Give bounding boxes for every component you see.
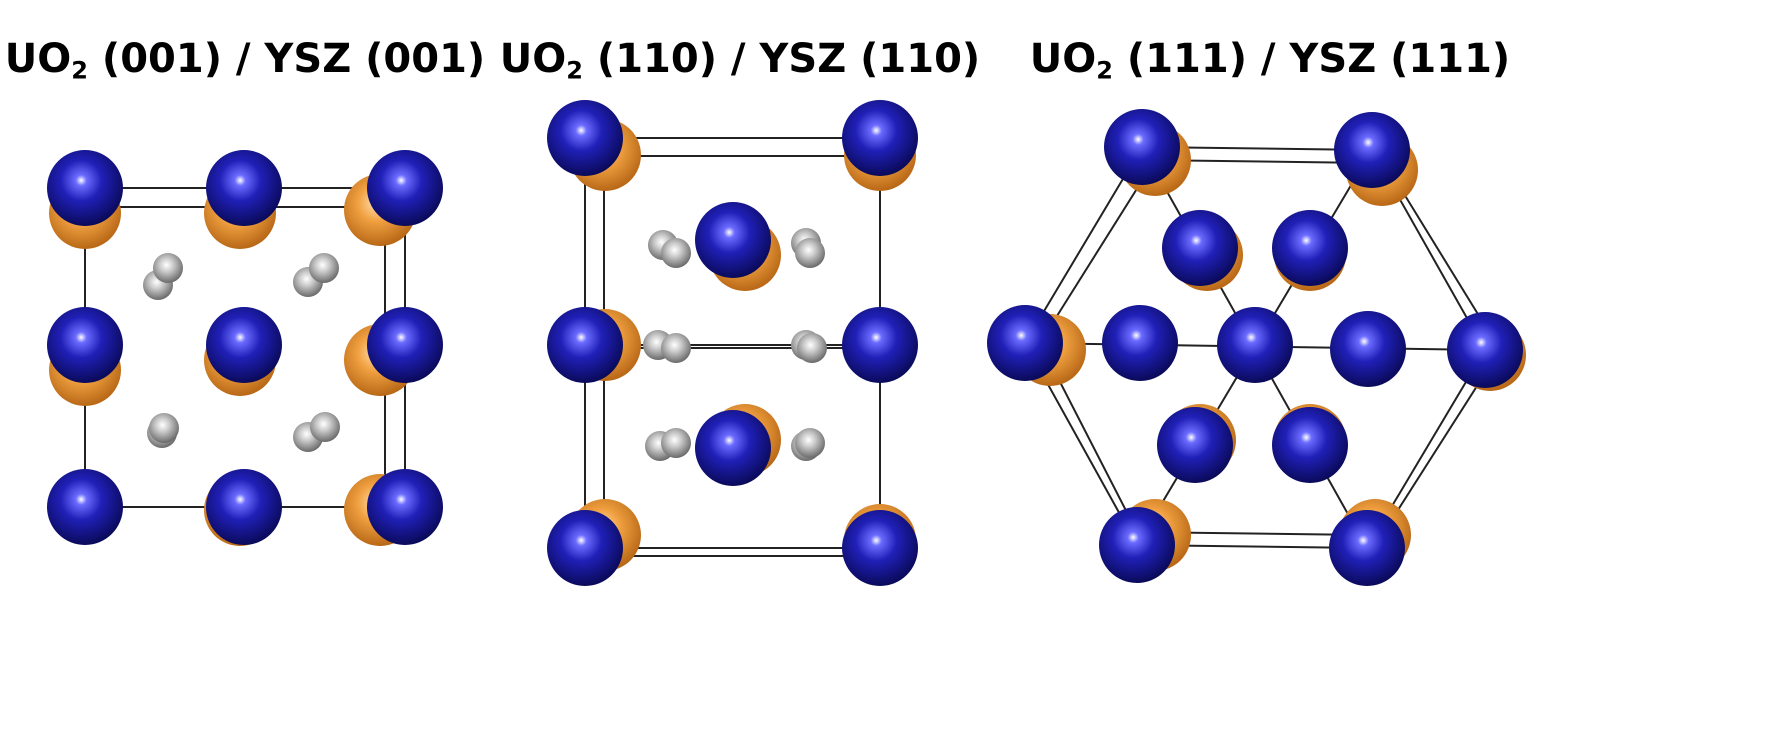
uranium-atom [1330,311,1406,387]
panel-001: UO2 (001) / YSZ (001) [0,0,490,738]
uranium-atom [1157,407,1233,483]
oxygen-atom [797,333,827,363]
panel-title: UO2 (110) / YSZ (110) [499,36,981,85]
oxygen-atom [795,428,825,458]
panel-title: UO2 (001) / YSZ (001) [4,36,486,85]
uranium-atom [1099,507,1175,583]
uranium-atom [547,307,623,383]
uranium-atom [842,307,918,383]
uranium-atom [842,510,918,586]
uranium-atoms [47,100,1523,586]
cell-edge [1024,146,1143,344]
oxygen-atom [795,238,825,268]
uranium-atom [206,469,282,545]
uranium-atom [1217,307,1293,383]
uranium-atom [367,307,443,383]
oxygen-atom [153,253,183,283]
uranium-atom [1104,109,1180,185]
uranium-atom [1447,312,1523,388]
oxygen-atom [661,238,691,268]
uranium-atom [1329,510,1405,586]
oxygen-atom [661,333,691,363]
uranium-atom [1272,210,1348,286]
uranium-atom [695,410,771,486]
uranium-atom [367,150,443,226]
uranium-atom [1102,305,1178,381]
panel-111: UO2 (111) / YSZ (111) [1000,0,1540,738]
uranium-atom [842,100,918,176]
oxygen-atom [149,413,179,443]
cell-edge [1039,159,1156,344]
uranium-atom [1162,210,1238,286]
uranium-atom [987,305,1063,381]
uranium-atom [1334,112,1410,188]
uranium-atom [206,307,282,383]
uranium-atom [695,202,771,278]
uranium-atom [1272,407,1348,483]
uranium-atom [367,469,443,545]
panel-title: UO2 (111) / YSZ (111) [1029,36,1511,85]
oxygen-atom [661,428,691,458]
uranium-atom [47,469,123,545]
uranium-atom [47,307,123,383]
oxygen-atom [309,253,339,283]
uranium-atom [547,510,623,586]
uranium-atom [547,100,623,176]
oxygen-atom [310,412,340,442]
uranium-atom [206,150,282,226]
panel-110: UO2 (110) / YSZ (110) [490,0,990,738]
uranium-atom [47,150,123,226]
